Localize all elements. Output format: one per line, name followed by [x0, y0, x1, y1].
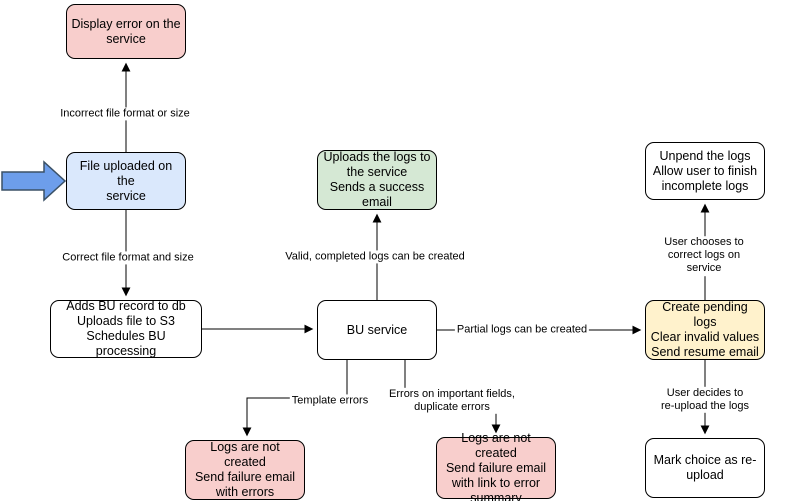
edge-label-incorrect-format: Incorrect file format or size — [58, 107, 192, 121]
edge-label-reupload: User decides to re-upload the logs — [657, 386, 753, 414]
edge-label-important-fields: Errors on important fields, duplicate er… — [387, 387, 517, 415]
edge-label-choose-correct: User chooses to correct logs on service — [655, 236, 753, 276]
node-bu-service: BU service — [317, 300, 437, 360]
edge-label-template-errors: Template errors — [289, 394, 371, 408]
node-fail-errors: Logs are not created Send failure email … — [185, 440, 305, 500]
node-success-upload: Uploads the logs to the service Sends a … — [317, 150, 437, 210]
edge-label-valid-logs: Valid, completed logs can be created — [283, 250, 467, 264]
node-create-pending: Create pending logs Clear invalid values… — [645, 300, 765, 360]
edge-label-partial-logs: Partial logs can be created — [454, 323, 590, 337]
entry-arrow-right-icon — [1, 160, 67, 202]
node-unpend-logs: Unpend the logs Allow user to finish inc… — [645, 142, 765, 200]
node-mark-choice: Mark choice as re- upload — [645, 438, 765, 498]
node-adds-bu-record: Adds BU record to db Uploads file to S3 … — [50, 299, 202, 358]
node-display-error: Display error on the service — [66, 4, 186, 59]
node-fail-summary: Logs are not created Send failure email … — [436, 431, 556, 501]
edge-label-correct-format: Correct file format and size — [60, 251, 196, 265]
node-file-uploaded: File uploaded on the service — [66, 152, 186, 210]
